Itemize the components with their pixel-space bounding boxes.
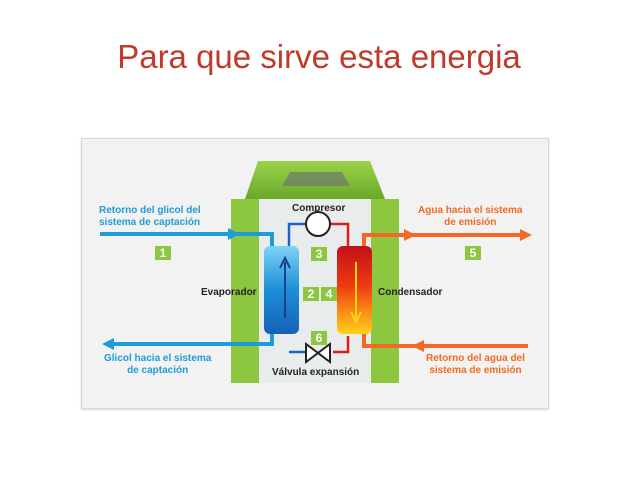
label-water-to: Agua hacia el sistema de emisión: [418, 205, 523, 229]
label-water-to-line1: Agua hacia el sistema: [418, 205, 523, 216]
label-valve: Válvula expansión: [272, 367, 360, 378]
cold-pipes: [100, 228, 274, 350]
evaporator-flow-arrow: [279, 255, 291, 318]
compressor-icon: [305, 211, 331, 237]
label-glycol-to-line2: de captación: [127, 365, 189, 376]
evaporator-coil: [264, 246, 299, 334]
label-glycol-to-line1: Glicol hacia el sistema: [104, 353, 212, 364]
housing-right-wall: [371, 199, 399, 383]
label-water-return-line2: sistema de emisión: [429, 365, 522, 376]
water-out-pipe: [362, 233, 520, 246]
water-out-arrow-1: [404, 229, 416, 241]
label-return-glycol-line1: Retorno del glicol del: [99, 205, 201, 216]
condenser-flow-arrow: [350, 262, 362, 325]
return-glycol-arrow: [228, 228, 240, 240]
return-glycol-pipe: [100, 232, 274, 246]
label-glycol-to: Glicol hacia el sistema de captación: [104, 353, 211, 377]
step-6-badge: 6: [311, 331, 327, 345]
label-compressor: Compresor: [292, 203, 346, 214]
glycol-out-arrow: [102, 338, 114, 350]
hot-pipes: [362, 229, 532, 352]
slide-title: Para que sirve esta energia: [117, 38, 521, 75]
roof-vent: [282, 172, 350, 186]
water-out-arrow-2: [520, 229, 532, 241]
water-return-arrow: [412, 340, 424, 352]
label-return-glycol-line2: sistema de captación: [99, 217, 201, 228]
label-water-return: Retorno del agua del sistema de emisión: [426, 353, 525, 377]
label-return-glycol: Retorno del glicol del sistema de captac…: [99, 205, 201, 229]
step-3-badge: 3: [311, 247, 327, 261]
step-2-badge: 2: [303, 287, 319, 301]
glycol-out-pipe: [107, 334, 274, 346]
label-water-return-line1: Retorno del agua del: [426, 353, 525, 364]
label-condenser: Condensador: [378, 287, 443, 298]
loop-hot-top: [330, 222, 350, 256]
label-water-to-line2: de emisión: [444, 217, 497, 228]
water-return-pipe: [362, 334, 528, 348]
housing-left-wall: [231, 199, 259, 383]
step-1-badge: 1: [155, 246, 171, 260]
expansion-valve-icon: [305, 342, 331, 364]
label-evaporator: Evaporador: [201, 287, 257, 298]
condenser-coil: [337, 246, 372, 334]
step-4-badge: 4: [321, 287, 337, 301]
loop-hot-bottom: [333, 336, 350, 354]
step-5-badge: 5: [465, 246, 481, 260]
